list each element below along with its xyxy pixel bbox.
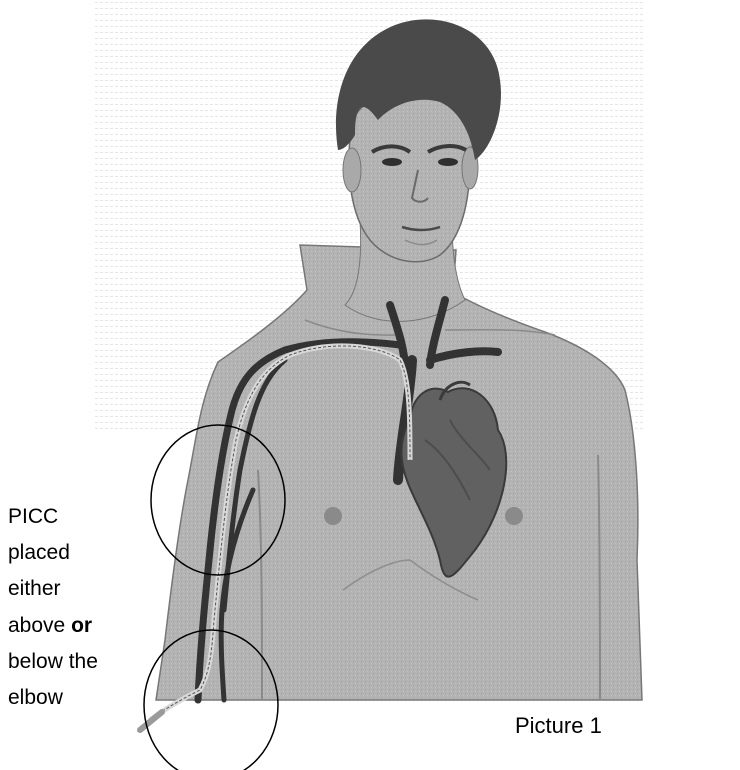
label-line-1: PICC: [8, 499, 158, 535]
label-line-3: either: [8, 571, 158, 607]
left-ear: [343, 148, 361, 192]
picc-placement-label: PICC placed either above or below the el…: [8, 499, 158, 716]
right-nipple: [505, 507, 523, 525]
label-line-4: above or: [8, 608, 158, 644]
label-line-6: elbow: [8, 680, 158, 716]
label-line-4-bold: or: [71, 614, 92, 637]
left-nipple: [324, 507, 342, 525]
label-line-2: placed: [8, 535, 158, 571]
picture-caption: Picture 1: [515, 713, 602, 739]
label-line-4-text: above: [8, 614, 65, 637]
label-line-5: below the: [8, 644, 158, 680]
right-eye: [438, 158, 458, 166]
left-eye: [382, 158, 402, 166]
